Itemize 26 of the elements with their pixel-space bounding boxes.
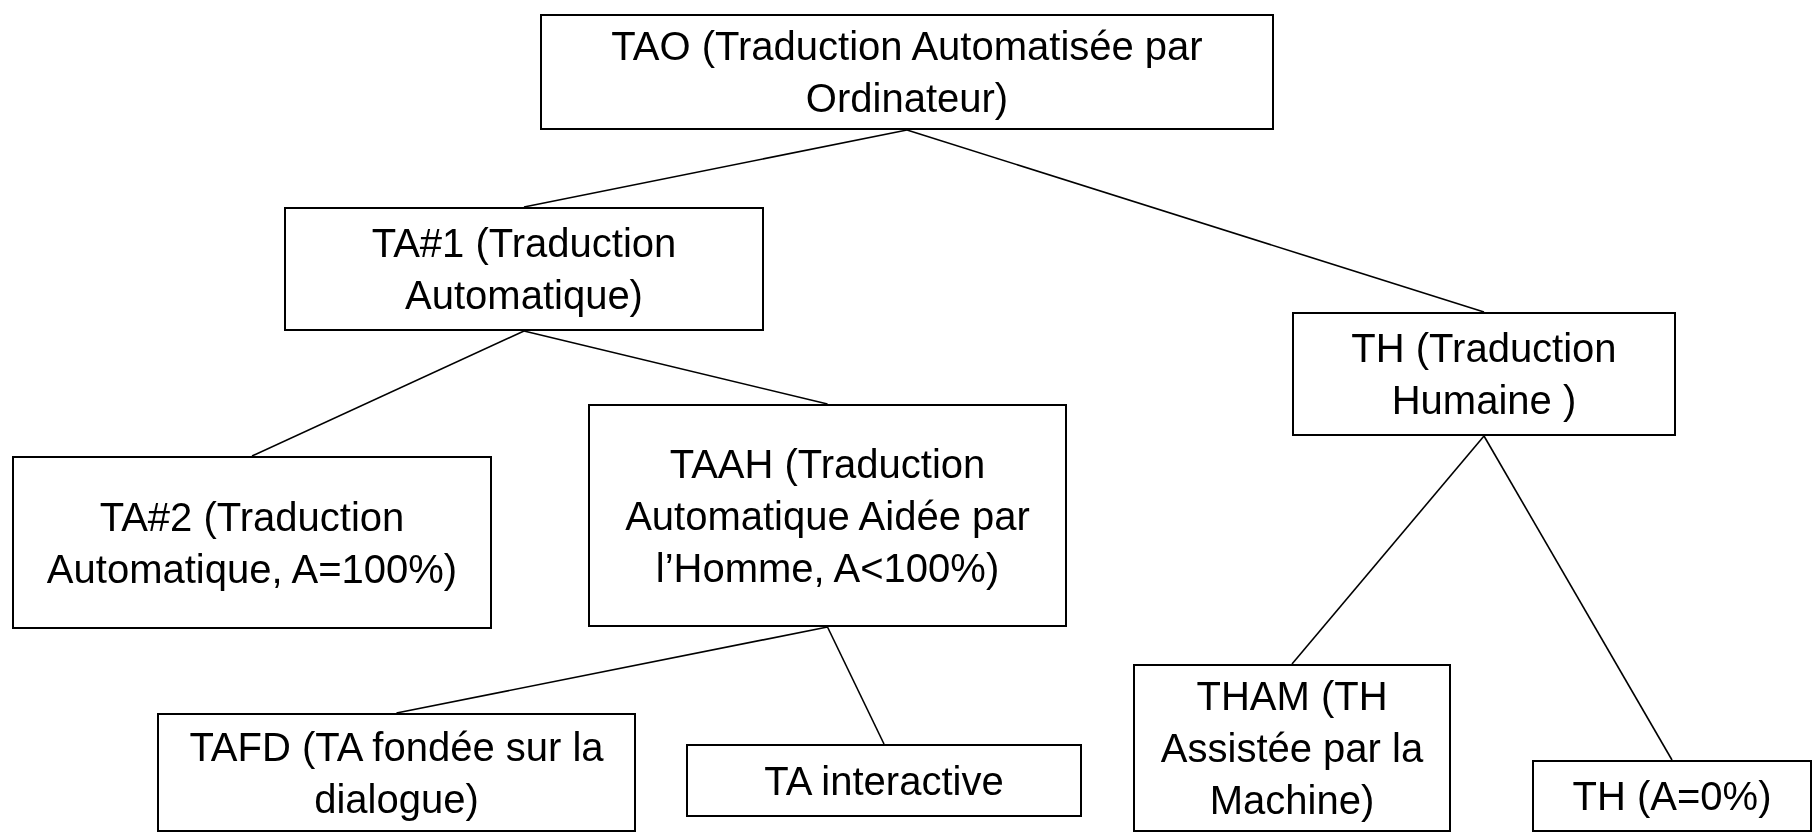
node-label: TAO (Traduction Automatisée par Ordinateur) [610, 23, 1204, 122]
process-box [540, 14, 1274, 130]
process-box [1532, 760, 1812, 832]
connector-line [906, 129, 1485, 313]
process-box [588, 404, 1067, 627]
node-label: THAM (TH Assistée par la Machine) [1159, 673, 1425, 824]
process-box [686, 744, 1082, 817]
connector-line [1291, 435, 1485, 665]
node-label: TAFD (TA fondée sur la dialogue) [188, 723, 605, 823]
node-label: TA#1 (Traduction Automatique) [370, 220, 678, 319]
process-box [157, 713, 636, 832]
node-label: TH (A=0%) [1572, 773, 1772, 820]
connector-line [1483, 435, 1673, 761]
connector-line [395, 626, 829, 714]
connector-line [826, 626, 885, 745]
connector-line [251, 330, 525, 457]
process-box [12, 456, 492, 629]
process-box [1133, 664, 1451, 832]
node-label: TH (Traduction Humaine ) [1350, 325, 1618, 424]
node-label: TA#2 (Traduction Automatique, A=100%) [45, 493, 459, 593]
process-box [284, 207, 764, 331]
connector-line [523, 129, 908, 208]
process-box [1292, 312, 1676, 436]
node-label: TA interactive [764, 757, 1004, 805]
node-label: TAAH (Traduction Automatique Aidée par l’Homme, A<100%) [624, 440, 1031, 592]
connector-line [523, 330, 829, 405]
